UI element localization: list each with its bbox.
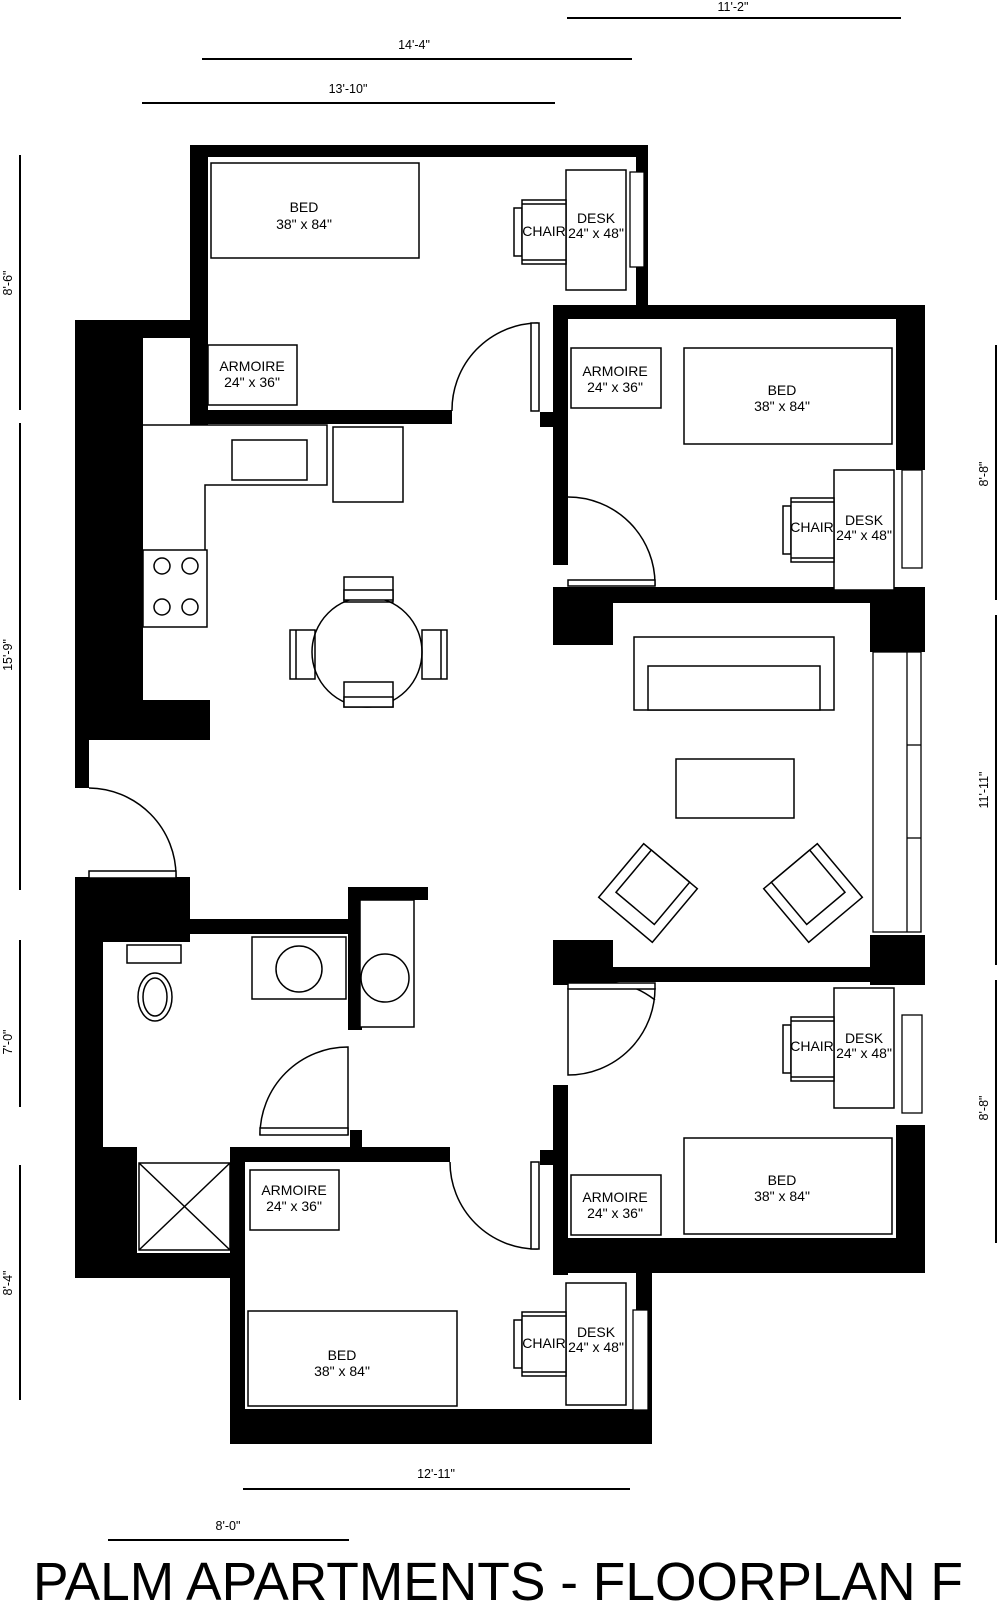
armoire-label: ARMOIRE (582, 363, 647, 379)
desk (833, 987, 895, 1109)
armoire-size: 24" x 36" (587, 1205, 643, 1221)
door-bedroom-2 (567, 496, 656, 586)
desk-size: 24" x 48" (836, 527, 892, 543)
coffee-table (675, 758, 795, 819)
door-bedroom-3 (567, 980, 656, 1076)
dimension-top-3: 13'-10" (329, 82, 368, 96)
bathroom (126, 899, 415, 1251)
chair-label: CHAIR (522, 223, 566, 239)
dimension-bottom-1: 12'-11" (417, 1467, 455, 1481)
bedroom-3: DESK 24" x 48" CHAIR BED 38" x 84" ARMOI… (570, 987, 895, 1236)
desk (565, 169, 627, 291)
desk-label: DESK (577, 1324, 616, 1340)
bedroom-2: ARMOIRE 24" x 36" BED 38" x 84" DESK 24"… (570, 347, 895, 591)
dining-table (289, 576, 448, 708)
kitchen (142, 424, 404, 628)
desk-size: 24" x 48" (836, 1045, 892, 1061)
bed-size: 38" x 84" (276, 216, 332, 232)
desk-size: 24" x 48" (568, 225, 624, 241)
bedroom-1: BED 38" x 84" ARMOIRE 24" x 36" DESK 24"… (207, 162, 627, 406)
armoire (249, 1169, 340, 1231)
chair (513, 199, 567, 265)
bed (247, 1310, 458, 1407)
chair (782, 1016, 835, 1082)
dimension-bottom-2: 8'-0" (216, 1519, 241, 1533)
bed (683, 1137, 893, 1235)
bedroom-4: ARMOIRE 24" x 36" BED 38" x 84" DESK 24"… (247, 1169, 627, 1407)
living-room (597, 636, 864, 944)
bed-size: 38" x 84" (754, 1188, 810, 1204)
door-bedroom-1 (451, 322, 538, 412)
walls (75, 145, 925, 1444)
bed-size: 38" x 84" (314, 1363, 370, 1379)
dimension-top-1: 11'-2" (718, 0, 749, 14)
bed-label: BED (328, 1347, 357, 1363)
chair (782, 497, 835, 563)
dimension-left-4: 8'-4" (1, 1271, 15, 1296)
bed-label: BED (768, 382, 797, 398)
sink (231, 439, 308, 481)
armoire (207, 344, 298, 406)
windows (629, 171, 923, 1411)
floorplan-title: PALM APARTMENTS - FLOORPLAN F (33, 1552, 963, 1607)
dimension-left-1: 8'-6" (1, 271, 15, 296)
armoire (570, 347, 662, 409)
chair-label: CHAIR (790, 519, 834, 535)
window-bedroom-1 (629, 171, 645, 268)
bed-label: BED (768, 1172, 797, 1188)
desk-label: DESK (845, 1030, 884, 1046)
dimension-left-2: 15'-9" (1, 639, 15, 671)
toilet-tank (126, 944, 182, 964)
armchair (762, 842, 864, 944)
armchair (597, 842, 699, 944)
dimension-right-3: 8'-8" (977, 1096, 991, 1121)
desk-label: DESK (845, 512, 884, 528)
dimension-top-2: 14'-4" (398, 38, 430, 52)
armoire-label: ARMOIRE (582, 1189, 647, 1205)
dimension-lines: 11'-2" 14'-4" 13'-10" 8'-6" 15'-9" 7'-0"… (1, 0, 997, 1541)
dimension-right-2: 11'-11" (977, 772, 991, 809)
armoire (570, 1174, 662, 1236)
bed-label: BED (290, 199, 319, 215)
armoire-label: ARMOIRE (261, 1182, 326, 1198)
door-bedroom-4 (449, 1161, 538, 1250)
window-bedroom-2 (901, 469, 923, 569)
doors (88, 322, 656, 1250)
desk (565, 1282, 627, 1406)
chair-label: CHAIR (790, 1038, 834, 1054)
chair (513, 1311, 567, 1377)
refrigerator (332, 426, 404, 503)
desk-size: 24" x 48" (568, 1339, 624, 1355)
door-bathroom (259, 1046, 349, 1136)
armoire-size: 24" x 36" (224, 374, 280, 390)
window-bedroom-4 (632, 1309, 649, 1411)
armoire-size: 24" x 36" (266, 1198, 322, 1214)
desk (833, 469, 895, 591)
chair-label: CHAIR (522, 1335, 566, 1351)
desk-label: DESK (577, 210, 616, 226)
window-bedroom-3 (901, 1014, 923, 1114)
bed (210, 162, 420, 259)
bed-size: 38" x 84" (754, 398, 810, 414)
dimension-right-1: 8'-8" (977, 462, 991, 487)
armoire-label: ARMOIRE (219, 358, 284, 374)
dimension-left-3: 7'-0" (1, 1030, 15, 1055)
door-entry (88, 787, 177, 877)
bed (683, 347, 893, 445)
window-living-room (872, 651, 922, 933)
armoire-size: 24" x 36" (587, 379, 643, 395)
